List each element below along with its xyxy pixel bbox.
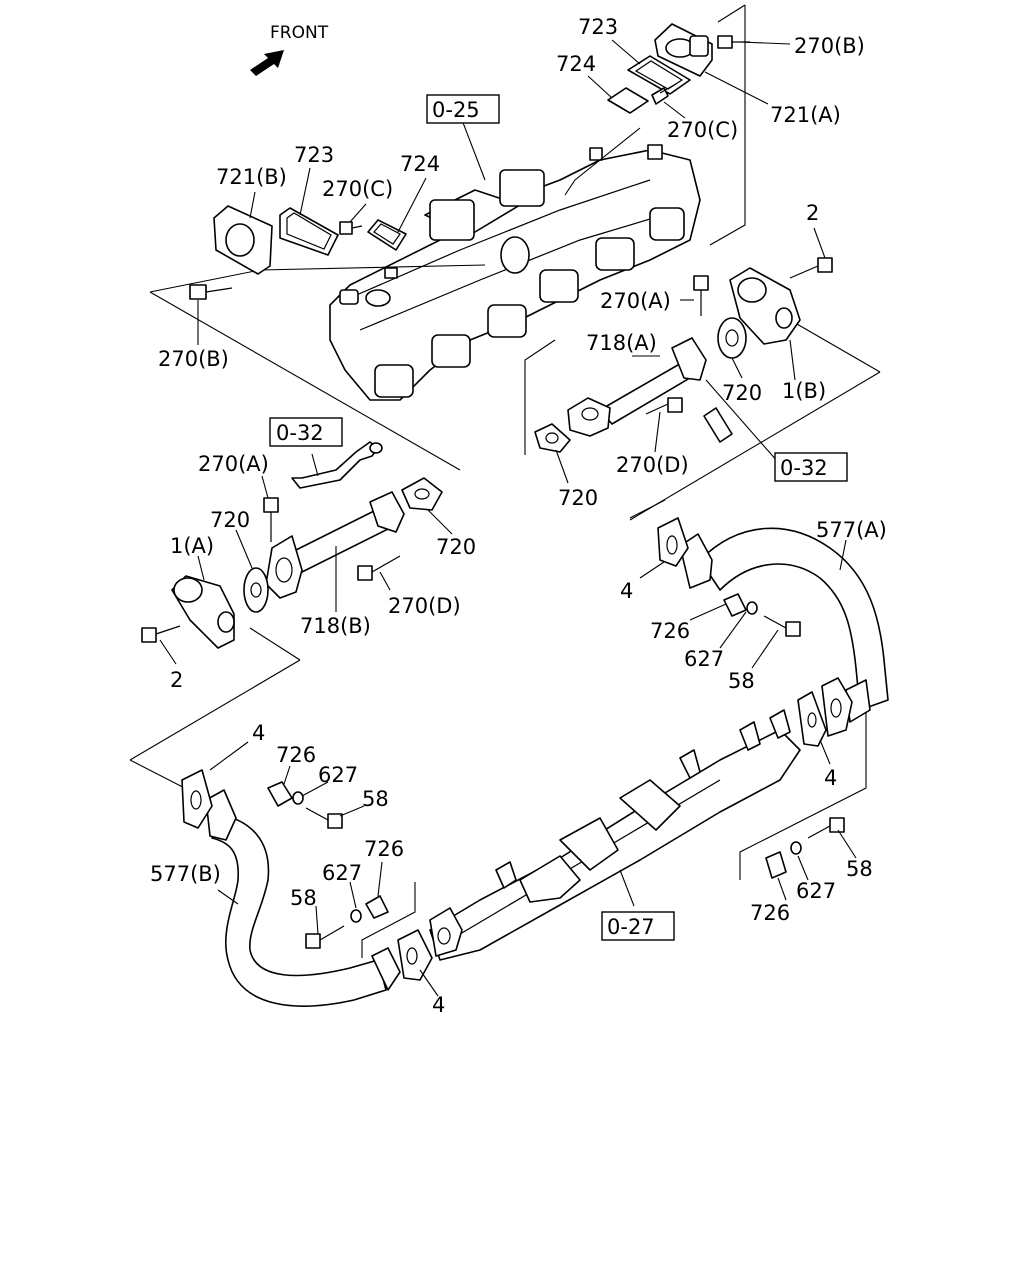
label-724-left: 724 bbox=[400, 152, 440, 176]
front-arrow-icon bbox=[250, 50, 284, 76]
label-4-right-lower: 4 bbox=[824, 766, 837, 790]
label-627-right-lower: 627 bbox=[796, 879, 836, 903]
egr-pipe-b-assembly bbox=[129, 741, 439, 1007]
egr-valve-left-assembly bbox=[149, 119, 486, 471]
label-58-left-lower: 58 bbox=[290, 886, 317, 910]
egr-cooler-a-assembly bbox=[524, 227, 881, 521]
egr-cooler-b-assembly bbox=[129, 441, 453, 761]
label-270d-left: 270(D) bbox=[388, 594, 461, 618]
label-726-left-lower: 726 bbox=[364, 837, 404, 861]
label-720-left: 720 bbox=[210, 508, 250, 532]
label-58-left-upper: 58 bbox=[362, 787, 389, 811]
intake-manifold bbox=[329, 144, 701, 401]
reference-box-0-25[interactable]: 0-25 bbox=[426, 94, 500, 124]
label-718a: 718(A) bbox=[586, 331, 657, 355]
label-721a: 721(A) bbox=[770, 103, 841, 127]
label-720-left-right: 720 bbox=[436, 535, 476, 559]
egr-valve-upper-assembly bbox=[564, 4, 791, 246]
label-270a-left: 270(A) bbox=[198, 452, 269, 476]
egr-pipe-a-assembly bbox=[629, 499, 889, 901]
label-58-right-upper: 58 bbox=[728, 669, 755, 693]
label-270d-right: 270(D) bbox=[616, 453, 689, 477]
label-627-left-lower: 627 bbox=[322, 861, 362, 885]
exhaust-manifold bbox=[429, 709, 801, 961]
label-718b: 718(B) bbox=[300, 614, 371, 638]
label-726-right-upper: 726 bbox=[650, 619, 690, 643]
reference-label-0-27: 0-27 bbox=[607, 915, 655, 939]
front-indicator: FRONT bbox=[250, 23, 329, 76]
label-270b-top: 270(B) bbox=[794, 34, 865, 58]
label-577a: 577(A) bbox=[816, 518, 887, 542]
reference-box-0-27[interactable]: 0-27 bbox=[601, 911, 675, 941]
label-58-right-lower: 58 bbox=[846, 857, 873, 881]
label-4-left-upper: 4 bbox=[252, 721, 265, 745]
reference-label-0-25: 0-25 bbox=[432, 98, 480, 122]
label-270b-left: 270(B) bbox=[158, 347, 229, 371]
label-1b: 1(B) bbox=[782, 379, 826, 403]
reference-label-0-32-left: 0-32 bbox=[276, 421, 324, 445]
reference-box-0-32-left[interactable]: 0-32 bbox=[269, 417, 343, 447]
label-723-top: 723 bbox=[578, 15, 618, 39]
front-label: FRONT bbox=[270, 23, 329, 43]
label-4-left-lower: 4 bbox=[432, 993, 445, 1017]
part-labels: 723 724 270(B) 721(A) 270(C) 721(B) 723 … bbox=[150, 15, 887, 1017]
label-1a: 1(A) bbox=[170, 534, 214, 558]
label-721b: 721(B) bbox=[216, 165, 287, 189]
label-2-left: 2 bbox=[170, 668, 183, 692]
label-726-right-lower: 726 bbox=[750, 901, 790, 925]
label-723-left: 723 bbox=[294, 143, 334, 167]
label-627-left-upper: 627 bbox=[318, 763, 358, 787]
reference-box-0-32-right[interactable]: 0-32 bbox=[774, 452, 848, 482]
reference-label-0-32-right: 0-32 bbox=[780, 456, 828, 480]
label-720-right-upper: 720 bbox=[722, 381, 762, 405]
label-270a-right: 270(A) bbox=[600, 289, 671, 313]
label-4-right-upper: 4 bbox=[620, 579, 633, 603]
label-577b: 577(B) bbox=[150, 862, 221, 886]
label-724-top: 724 bbox=[556, 52, 596, 76]
label-2-right: 2 bbox=[806, 201, 819, 225]
label-726-left-upper: 726 bbox=[276, 743, 316, 767]
label-270c-top: 270(C) bbox=[667, 118, 738, 142]
label-270c-left: 270(C) bbox=[322, 177, 393, 201]
label-627-right-upper: 627 bbox=[684, 647, 724, 671]
label-720-right-lower: 720 bbox=[558, 486, 598, 510]
